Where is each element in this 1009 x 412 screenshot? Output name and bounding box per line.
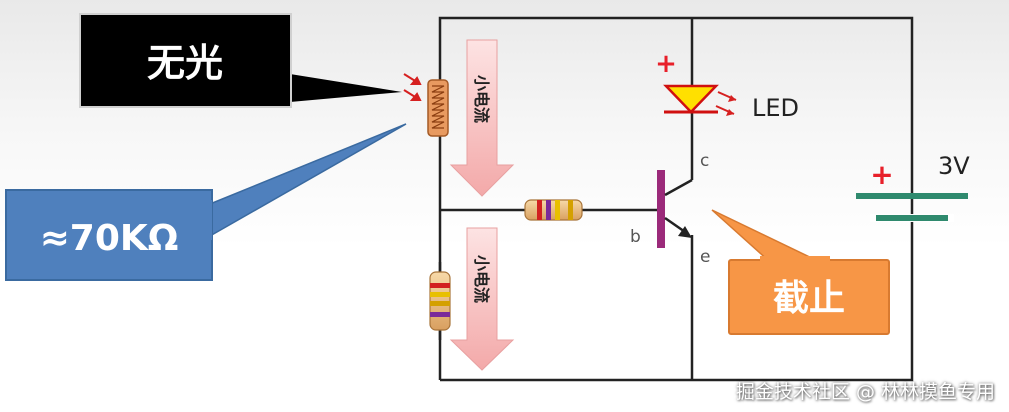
photoresistor-icon — [427, 79, 449, 137]
voltage-label: 3V — [938, 152, 970, 180]
collector-label: c — [700, 151, 709, 171]
battery-plus-sign: + — [870, 158, 893, 191]
resistor-icon — [524, 199, 583, 221]
led-icon — [663, 84, 737, 116]
top-current-arrow: 小电流 — [449, 39, 515, 197]
cutoff-callout: 截止 — [711, 209, 890, 335]
no-light-callout: 无光 — [79, 13, 402, 108]
led-plus-sign: + — [655, 49, 677, 79]
led-label: LED — [752, 94, 799, 122]
top-current-label: 小电流 — [472, 75, 491, 123]
base-label: b — [630, 227, 641, 247]
no-light-text: 无光 — [147, 41, 223, 85]
transistor-icon — [657, 170, 693, 248]
watermark: 掘金技术社区 @ 林林摸鱼专用 — [735, 381, 995, 403]
cutoff-text: 截止 — [773, 278, 845, 319]
resistance-text: ≈70KΩ — [40, 218, 179, 259]
bottom-current-label: 小电流 — [472, 255, 491, 303]
battery-icon — [856, 193, 968, 222]
bottom-current-arrow: 小电流 — [449, 227, 515, 371]
emitter-label: e — [700, 247, 710, 267]
resistor-icon — [429, 262, 451, 340]
wires — [438, 16, 914, 382]
resistance-callout: ≈70KΩ — [5, 123, 407, 281]
light-ray-icon — [403, 73, 422, 101]
